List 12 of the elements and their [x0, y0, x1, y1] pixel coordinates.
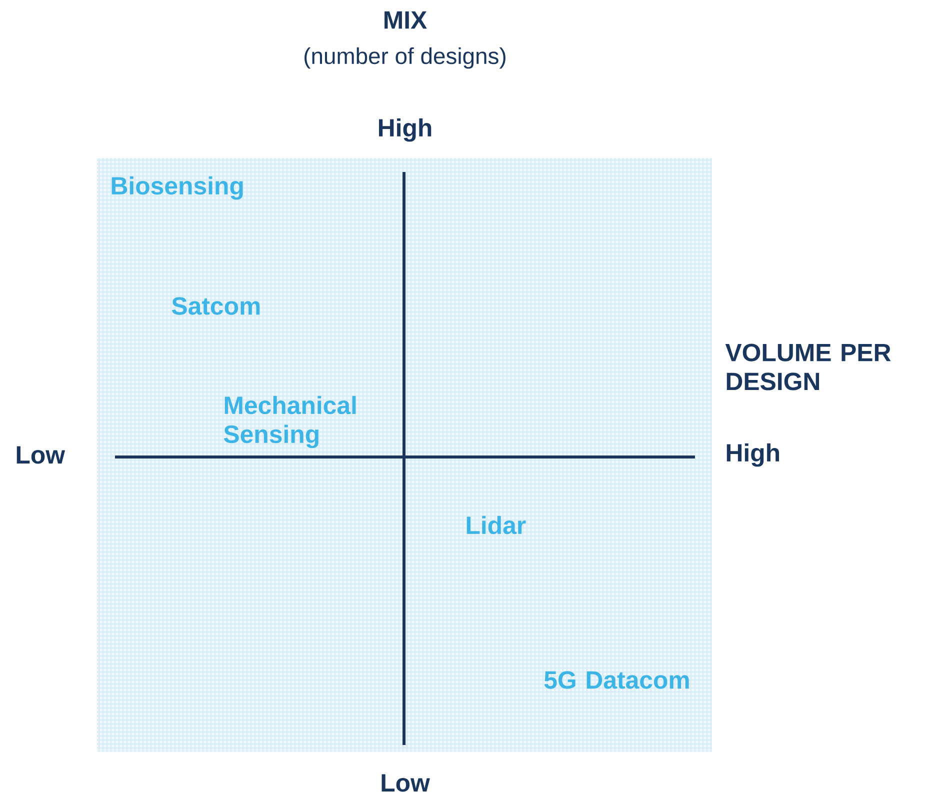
axis-title: VOLUME PER DESIGN: [725, 344, 891, 390]
axis-end-label: High: [379, 118, 432, 142]
axis-end-label: High: [726, 443, 779, 467]
axis-end-label: Low: [382, 774, 430, 792]
category-label: Mechanical Sensing: [224, 396, 356, 448]
category-label: Satcom: [172, 297, 260, 315]
axis-title: MIX: [384, 11, 427, 29]
category-label: Biosensing: [112, 176, 243, 200]
category-label: 5G Datacom: [544, 671, 689, 689]
category-label: Lidar: [466, 516, 526, 534]
axis-subtitle: (number of designs): [304, 47, 506, 69]
axis-end-label: Low: [16, 446, 66, 464]
